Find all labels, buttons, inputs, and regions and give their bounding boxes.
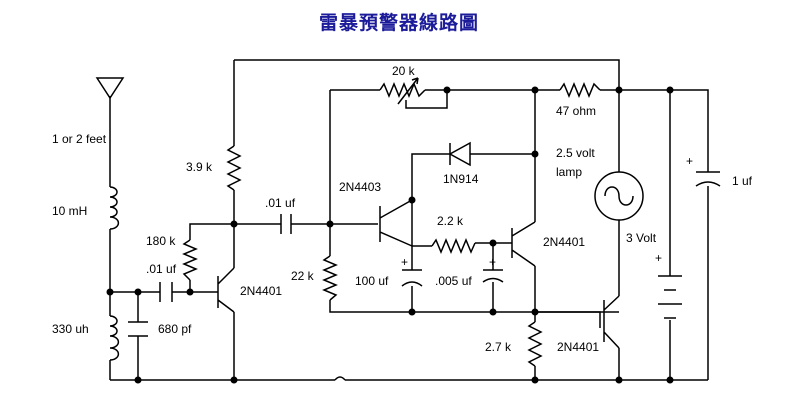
diagram-title: 雷暴預警器線路圖: [318, 12, 479, 34]
label-q1: 2N4401: [240, 284, 282, 298]
label-330uh: 330 uh: [52, 322, 89, 336]
wire-diode: [411, 153, 535, 200]
label-1uf: 1 uf: [732, 174, 753, 188]
resistor-2-7k: [527, 321, 543, 367]
label-q2: 2N4403: [339, 180, 381, 194]
wire-q4-base: [535, 311, 601, 328]
junction-dots: [106, 86, 674, 384]
lamp-symbol: [594, 171, 644, 221]
label-q3: 2N4401: [543, 235, 585, 249]
wire-top-rail: [234, 59, 620, 172]
label-005uf: .005 uf: [435, 274, 472, 288]
label-antenna-length: 1 or 2 feet: [52, 132, 107, 146]
battery-3v: [658, 275, 682, 319]
label-2-7k: 2.7 k: [485, 340, 512, 354]
wire-crossover: [334, 376, 346, 381]
label-battery-plus: +: [655, 251, 662, 265]
wire-upper-rail: [330, 89, 709, 380]
resistor-22k: [322, 255, 338, 301]
label-2-2k: 2.2 k: [437, 214, 464, 228]
label-lamp: lamp: [556, 165, 582, 179]
capacitor-005uf: [482, 269, 504, 283]
resistor-180k: [182, 239, 198, 281]
label-22k: 22 k: [291, 269, 315, 283]
inductor-330uh: [109, 315, 120, 361]
wire-180k: [189, 223, 234, 292]
capacitor-100uf: [401, 269, 423, 287]
label-20k: 20 k: [392, 64, 416, 78]
resistor-2-2k: [431, 238, 476, 254]
label-100uf: 100 uf: [355, 274, 389, 288]
wire-pot-wiper: [405, 90, 448, 109]
label-47ohm: 47 ohm: [556, 104, 596, 118]
label-lamp-voltage: 2.5 volt: [556, 146, 595, 160]
wire-q3: [511, 221, 536, 267]
antenna-symbol: [95, 77, 125, 100]
wire-q4: [603, 295, 620, 349]
resistor-3-9k: [226, 145, 242, 191]
label-10mh: 10 mH: [52, 204, 87, 218]
capacitor-01uf-b: [280, 214, 292, 234]
label-1uf-plus: +: [686, 154, 693, 168]
capacitor-680pf: [128, 321, 148, 337]
label-1n914: 1N914: [443, 172, 479, 186]
label-01uf-b: .01 uf: [265, 196, 296, 210]
capacitor-01uf-a: [159, 282, 173, 302]
label-01uf-a: .01 uf: [146, 262, 177, 276]
diode-1n914: [448, 141, 471, 167]
wire-q1: [217, 267, 235, 313]
label-005uf-plus: +: [489, 255, 496, 269]
wire-22k-bus: [329, 90, 619, 313]
label-180k: 180 k: [146, 234, 176, 248]
label-100uf-plus: +: [401, 255, 408, 269]
wire-q2: [379, 199, 413, 247]
wire-2.2k: [412, 242, 512, 247]
inductor-10mh: [109, 186, 120, 230]
resistor-47ohm: [559, 82, 601, 98]
label-680pf: 680 pf: [158, 322, 192, 336]
potentiometer-20k: [379, 77, 426, 105]
label-battery: 3 Volt: [626, 231, 657, 245]
label-q4: 2N4401: [557, 340, 599, 354]
label-3-9k: 3.9 k: [186, 160, 213, 174]
capacitor-1uf: [695, 171, 721, 187]
